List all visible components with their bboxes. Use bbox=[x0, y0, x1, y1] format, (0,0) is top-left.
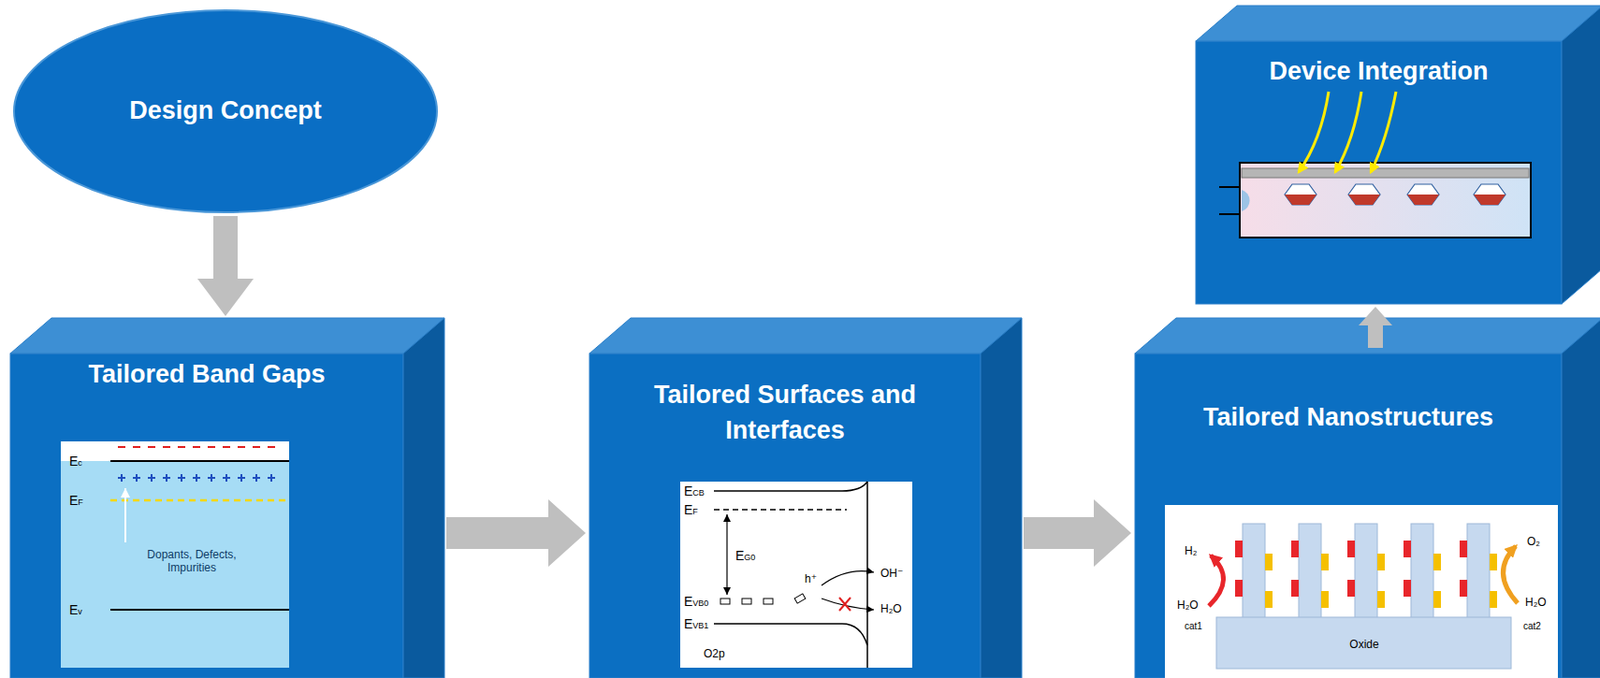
diagram-label: H₂O bbox=[1525, 596, 1547, 611]
node-title: Tailored Surfaces and Interfaces bbox=[604, 378, 966, 450]
box-faces bbox=[10, 5, 1600, 678]
diagram-label: ECB bbox=[683, 483, 705, 499]
diagram-label: H₂O bbox=[1177, 599, 1199, 613]
diagram-label: EF bbox=[69, 493, 84, 509]
ellipse-node: Design Concept bbox=[12, 8, 439, 215]
diagram-label: EF bbox=[683, 502, 699, 518]
diagram-label: EG0 bbox=[735, 548, 756, 564]
process-box: Tailored Surfaces and Interfaces bbox=[589, 353, 981, 678]
block-arrow bbox=[197, 216, 254, 317]
diagram-label: Oxide bbox=[1326, 639, 1402, 653]
diagram-label: EVB1 bbox=[683, 616, 709, 632]
device-cell bbox=[1219, 91, 1531, 238]
ellipse-shape bbox=[14, 10, 437, 213]
diagram-label: EVB0 bbox=[683, 594, 709, 610]
diagram-label: Dopants, Defects, Impurities bbox=[131, 549, 252, 576]
diagram-label: OH⁻ bbox=[880, 567, 903, 582]
block-arrow bbox=[1023, 499, 1132, 568]
block-arrow bbox=[1358, 306, 1393, 349]
diagram-label: O2p bbox=[703, 648, 726, 662]
process-box: Device Integration bbox=[1195, 41, 1562, 305]
diagram-label: O₂ bbox=[1527, 536, 1541, 550]
diagram-label: cat2 bbox=[1523, 621, 1542, 633]
node-title: Tailored Nanostructures bbox=[1149, 400, 1547, 437]
diagram-label: Ev bbox=[69, 602, 83, 618]
process-box: Tailored Band Gaps bbox=[10, 353, 404, 678]
diagram-label: H₂O bbox=[880, 603, 902, 617]
node-title: Device Integration bbox=[1210, 54, 1547, 90]
process-box: Tailored Nanostructures bbox=[1134, 353, 1562, 678]
diagram-label: Ec bbox=[69, 453, 83, 469]
block-arrow bbox=[446, 499, 586, 568]
surface-band-bending bbox=[680, 481, 913, 669]
diagram-label: H₂ bbox=[1184, 545, 1197, 559]
band-diagram bbox=[60, 441, 290, 669]
nanostructure-comb bbox=[1164, 505, 1558, 678]
diagram-label: h⁺ bbox=[804, 573, 817, 587]
diagram-label: cat1 bbox=[1184, 621, 1203, 633]
node-title: Tailored Band Gaps bbox=[25, 357, 389, 393]
node-title: Design Concept bbox=[129, 93, 322, 130]
